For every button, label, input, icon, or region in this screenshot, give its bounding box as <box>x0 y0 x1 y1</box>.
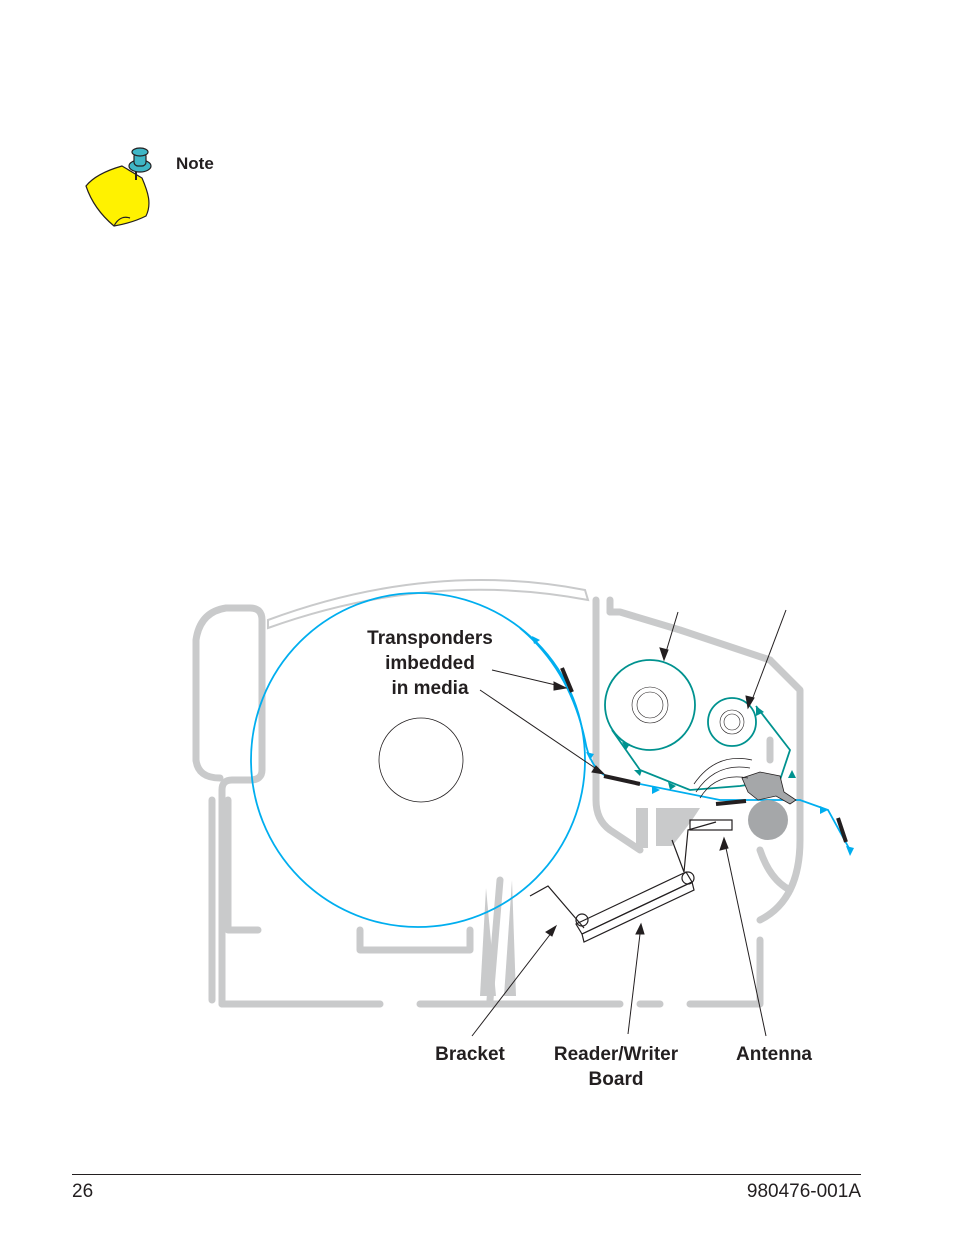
printer-frame <box>192 596 804 1008</box>
transponder <box>560 667 574 693</box>
platen-roller <box>748 800 788 840</box>
callout-bracket: Bracket <box>435 1044 505 1065</box>
note-pushpin-icon <box>85 147 152 227</box>
rf-signal <box>693 758 753 799</box>
page-number: 26 <box>72 1181 94 1202</box>
callout-transponders: Transponders imbedded in media <box>367 628 493 699</box>
ribbon-takeup-roll <box>707 697 757 747</box>
note-label: Note <box>176 154 214 173</box>
callout-reader-writer-board: Reader/Writer Board <box>553 1044 679 1090</box>
top-cover <box>267 579 590 630</box>
footer-rule <box>72 1174 861 1175</box>
ribbon-path-arrows <box>622 706 796 790</box>
leader-lines <box>471 609 787 1037</box>
media-roll-core <box>378 717 464 803</box>
document-number: 980476-001A <box>746 1181 861 1202</box>
transponder <box>715 799 747 806</box>
antenna <box>689 819 733 831</box>
callout-antenna: Antenna <box>736 1044 812 1065</box>
transponder <box>836 817 848 843</box>
reader-writer-board <box>575 871 695 943</box>
transponder <box>603 774 641 786</box>
ribbon-supply-roll <box>604 659 696 751</box>
printhead <box>741 771 797 805</box>
media-path-arrows <box>532 636 854 856</box>
media-roll <box>250 592 586 928</box>
bracket <box>529 821 717 929</box>
